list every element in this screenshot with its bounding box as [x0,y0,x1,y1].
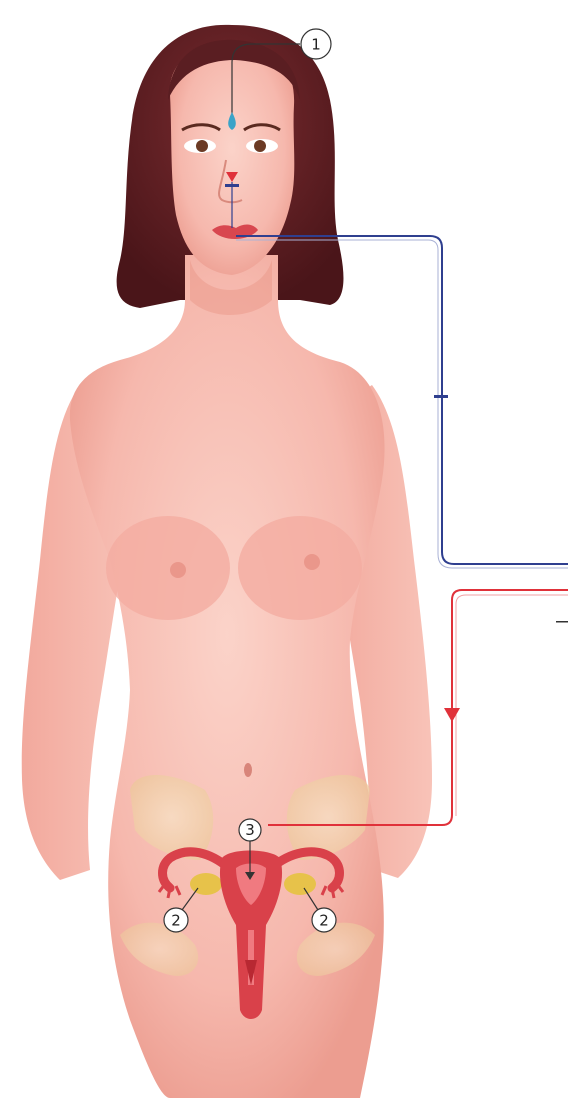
left-nipple [170,562,186,578]
marker-1-label: 1 [311,36,321,54]
navel [244,763,252,777]
right-nipple [304,554,320,570]
marker-1: 1 [301,29,331,59]
marker-2-right-label: 2 [319,912,329,930]
left-breast [106,516,230,620]
right-breast [238,516,362,620]
tick-icon-edge [556,621,568,623]
torso [70,255,385,1098]
tick-icon-blue [434,395,448,398]
marker-3-label: 3 [245,821,255,839]
marker-2-left-label: 2 [171,912,181,930]
body [22,255,432,1098]
marker-2-left: 2 [164,908,188,932]
right-ovary [284,873,316,895]
red-arrowhead-icon [444,708,460,722]
marker-3: 3 [239,819,261,841]
marker-2-right: 2 [312,908,336,932]
